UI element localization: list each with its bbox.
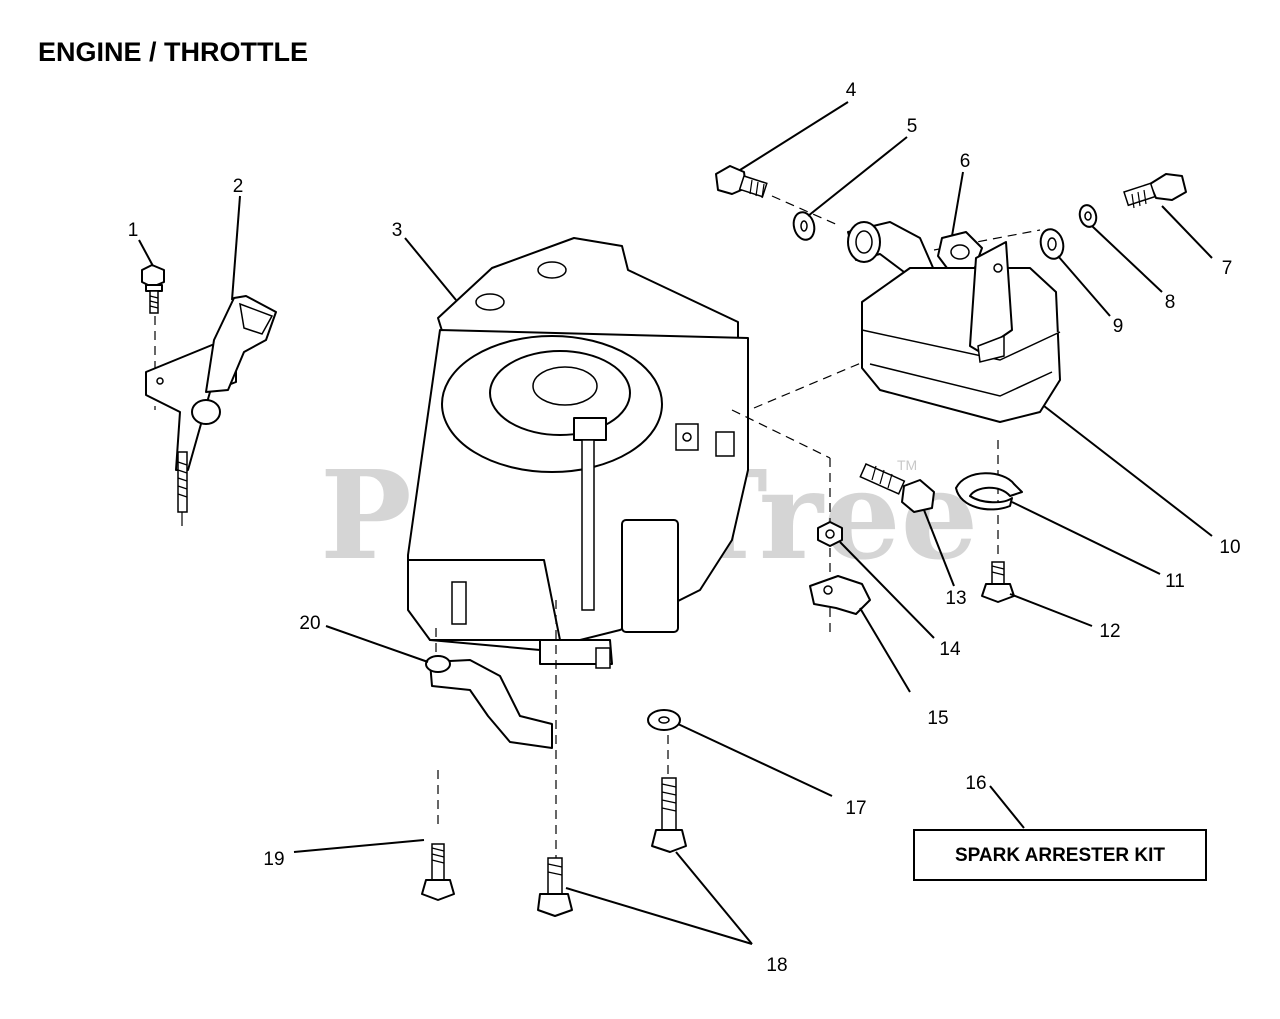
callout-11[interactable]: 11 — [1165, 571, 1185, 592]
callout-18[interactable]: 18 — [766, 955, 787, 976]
leader-18a — [565, 887, 753, 945]
leader-8 — [1091, 225, 1163, 293]
guide-line-10a — [753, 359, 869, 409]
callout-16[interactable]: 16 — [965, 773, 986, 794]
part-4-bolt[interactable] — [715, 165, 768, 199]
part-2-throttle-control[interactable] — [145, 295, 277, 526]
part-9-washer[interactable] — [1037, 227, 1066, 262]
callout-12[interactable]: 12 — [1099, 621, 1120, 642]
part-1-bolt[interactable] — [141, 264, 165, 314]
part-18-bolts[interactable] — [537, 777, 687, 917]
watermark-tm: TM — [897, 457, 917, 473]
leader-4 — [739, 101, 849, 171]
callout-labels: 1 2 3 4 5 6 7 8 9 10 11 12 13 14 15 16 1… — [128, 80, 1241, 976]
leader-10 — [1043, 405, 1213, 537]
leader-14 — [839, 541, 935, 639]
leader-lines — [138, 101, 1213, 945]
callout-14[interactable]: 14 — [939, 639, 961, 660]
part-13-bolt[interactable] — [859, 463, 935, 513]
callout-8[interactable]: 8 — [1165, 292, 1176, 313]
leader-7 — [1161, 205, 1213, 259]
part-14-nut[interactable] — [817, 521, 843, 547]
callout-19[interactable]: 19 — [263, 849, 284, 870]
spark-arrester-kit-box[interactable] — [913, 829, 1207, 881]
part-5-washer[interactable] — [791, 210, 818, 242]
callout-7[interactable]: 7 — [1222, 258, 1233, 279]
spark-arrester-kit-label: SPARK ARRESTER KIT — [955, 845, 1165, 866]
leader-12 — [1009, 593, 1093, 627]
callout-10[interactable]: 10 — [1219, 537, 1240, 558]
callout-13[interactable]: 13 — [945, 588, 966, 609]
callout-17[interactable]: 17 — [845, 798, 866, 819]
part-12-bolt[interactable] — [981, 561, 1015, 603]
callout-1[interactable]: 1 — [128, 220, 139, 241]
part-11-spark-arrester[interactable] — [955, 472, 1023, 511]
leader-16 — [989, 785, 1025, 829]
guide-line-13 — [731, 409, 831, 459]
callout-5[interactable]: 5 — [907, 116, 918, 137]
callout-9[interactable]: 9 — [1113, 316, 1124, 337]
leader-6 — [951, 171, 964, 237]
part-19-bolt[interactable] — [421, 843, 455, 901]
leader-1 — [138, 239, 154, 267]
leader-9 — [1057, 255, 1111, 317]
callout-3[interactable]: 3 — [392, 220, 403, 241]
part-6-gasket[interactable] — [937, 231, 983, 273]
leader-2 — [231, 195, 241, 301]
leader-19 — [293, 839, 425, 853]
leader-20 — [325, 625, 429, 663]
leader-15 — [859, 607, 911, 693]
part-7-bolt[interactable] — [1123, 173, 1187, 209]
part-10-muffler[interactable] — [847, 221, 1061, 423]
callout-4[interactable]: 4 — [846, 80, 857, 101]
guide-line-4 — [771, 195, 841, 227]
part-20-pipe[interactable] — [425, 655, 553, 749]
leader-13 — [923, 509, 955, 587]
callout-2[interactable]: 2 — [233, 176, 244, 197]
part-3-engine[interactable] — [407, 237, 749, 669]
callout-15[interactable]: 15 — [927, 708, 948, 729]
leader-18b — [675, 851, 753, 945]
callout-6[interactable]: 6 — [960, 151, 971, 172]
leader-11 — [1011, 501, 1161, 575]
part-15-bracket[interactable] — [809, 575, 871, 615]
part-17-star-washer[interactable] — [647, 709, 681, 731]
diagram-title: ENGINE / THROTTLE — [38, 37, 308, 67]
part-8-lock-washer[interactable] — [1077, 203, 1098, 228]
leader-17 — [677, 723, 833, 797]
callout-20[interactable]: 20 — [299, 613, 320, 634]
leader-5 — [807, 136, 908, 217]
leader-3 — [404, 237, 457, 301]
part-16-kit[interactable]: SPARK ARRESTER KIT — [913, 829, 1207, 881]
